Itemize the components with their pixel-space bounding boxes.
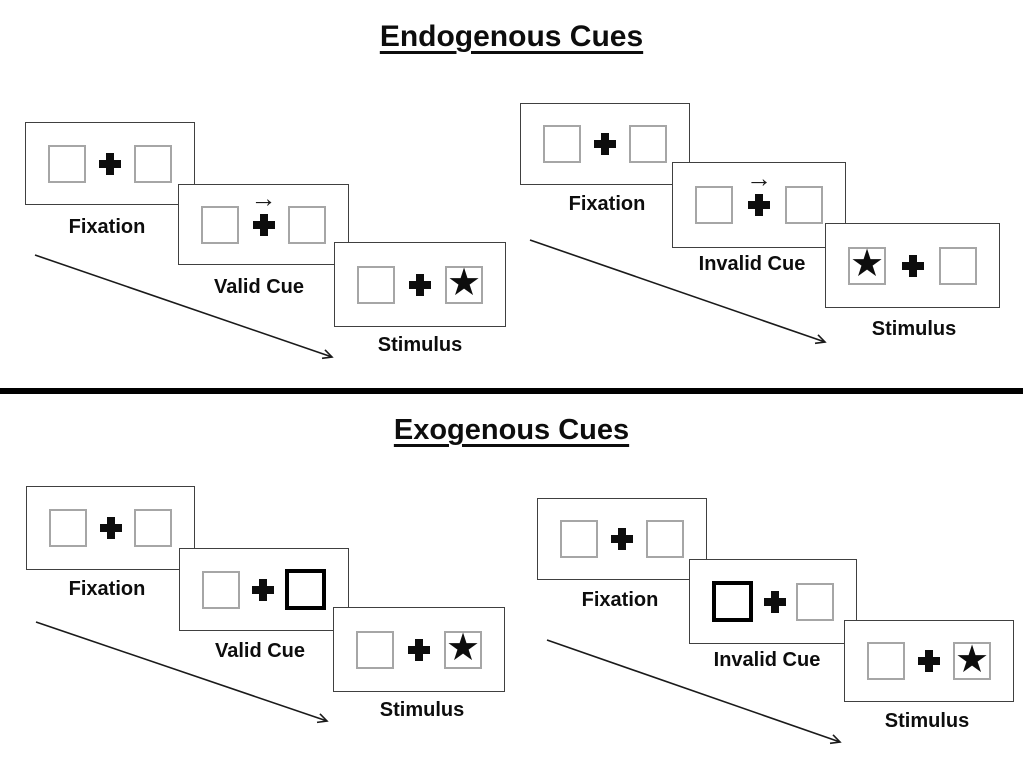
- fixation-panel: [520, 103, 690, 185]
- cue-panel: [179, 548, 349, 631]
- right-target-box: ★: [444, 627, 482, 669]
- fixation-cross-icon: [251, 578, 274, 601]
- right-target-box: ★: [953, 638, 991, 681]
- stimulus-label: Stimulus: [871, 318, 957, 340]
- fixation-cross-icon: [99, 152, 121, 175]
- thick-cue-box: [285, 569, 326, 610]
- cue-arrow-icon: →: [746, 163, 772, 193]
- target-star-icon: ★: [849, 243, 885, 285]
- right-placeholder-box: [134, 144, 172, 183]
- right-placeholder-box: [134, 509, 172, 547]
- fixation-cross-icon: [408, 638, 430, 661]
- left-placeholder-box: [357, 265, 395, 304]
- cue-label: Invalid Cue: [698, 253, 806, 275]
- fixation-cross-icon: [918, 650, 940, 672]
- fixation-cross-icon: [409, 273, 431, 296]
- fixation-label: Fixation: [568, 193, 646, 215]
- stimulus-panel: ★: [825, 223, 1000, 308]
- fixation-label: Fixation: [68, 578, 146, 600]
- cue-panel: [689, 559, 857, 644]
- left-placeholder-box: [560, 520, 598, 558]
- fixation-cross-icon: [763, 590, 786, 613]
- fixation-cross-icon: →: [746, 165, 772, 216]
- left-placeholder-box: [695, 186, 733, 224]
- left-placeholder-box: [201, 205, 239, 244]
- right-placeholder-box: [288, 205, 326, 244]
- endogenous-section-title: Endogenous Cues: [379, 20, 644, 53]
- right-placeholder-box: [629, 125, 667, 163]
- target-star-icon: ★: [446, 262, 482, 304]
- endogenous-valid-timeline-arrow: [34, 254, 332, 357]
- right-placeholder-box: [785, 186, 823, 224]
- exogenous-section-title: Exogenous Cues: [393, 414, 630, 446]
- cue-label: Valid Cue: [213, 276, 305, 298]
- stimulus-label: Stimulus: [379, 699, 465, 721]
- cue-arrow-icon: →: [250, 182, 277, 213]
- left-placeholder-box: [543, 125, 581, 163]
- stimulus-panel: ★: [844, 620, 1014, 702]
- fixation-cross-icon: →: [251, 185, 277, 236]
- fixation-panel: [25, 122, 195, 205]
- cue-label: Valid Cue: [214, 640, 306, 662]
- stimulus-label: Stimulus: [884, 710, 970, 732]
- cue-panel: →: [178, 184, 349, 265]
- stimulus-panel: ★: [334, 242, 506, 327]
- right-placeholder-box: [939, 246, 977, 285]
- stimulus-panel: ★: [333, 607, 505, 692]
- right-placeholder-box: [646, 520, 684, 558]
- fixation-cross-icon: [901, 254, 924, 277]
- fixation-cross-icon: [594, 133, 616, 155]
- left-placeholder-box: [49, 509, 87, 547]
- thick-cue-box: [712, 581, 753, 622]
- fixation-label: Fixation: [581, 589, 659, 611]
- fixation-label: Fixation: [68, 216, 146, 238]
- fixation-cross-icon: [611, 528, 633, 550]
- left-placeholder-box: [202, 570, 240, 609]
- left-placeholder-box: [356, 630, 394, 669]
- cue-panel: →: [672, 162, 846, 248]
- exogenous-valid-timeline-arrow: [35, 621, 327, 721]
- fixation-panel: [26, 486, 195, 570]
- left-target-box: ★: [848, 243, 886, 285]
- fixation-panel: [537, 498, 707, 580]
- target-star-icon: ★: [445, 627, 481, 669]
- left-placeholder-box: [867, 642, 905, 680]
- fixation-cross-icon: [99, 517, 122, 539]
- cue-label: Invalid Cue: [713, 649, 821, 671]
- left-placeholder-box: [48, 144, 86, 183]
- section-divider: [0, 388, 1023, 394]
- right-target-box: ★: [445, 262, 483, 304]
- right-placeholder-box: [796, 582, 834, 621]
- stimulus-label: Stimulus: [377, 334, 463, 356]
- target-star-icon: ★: [954, 638, 990, 681]
